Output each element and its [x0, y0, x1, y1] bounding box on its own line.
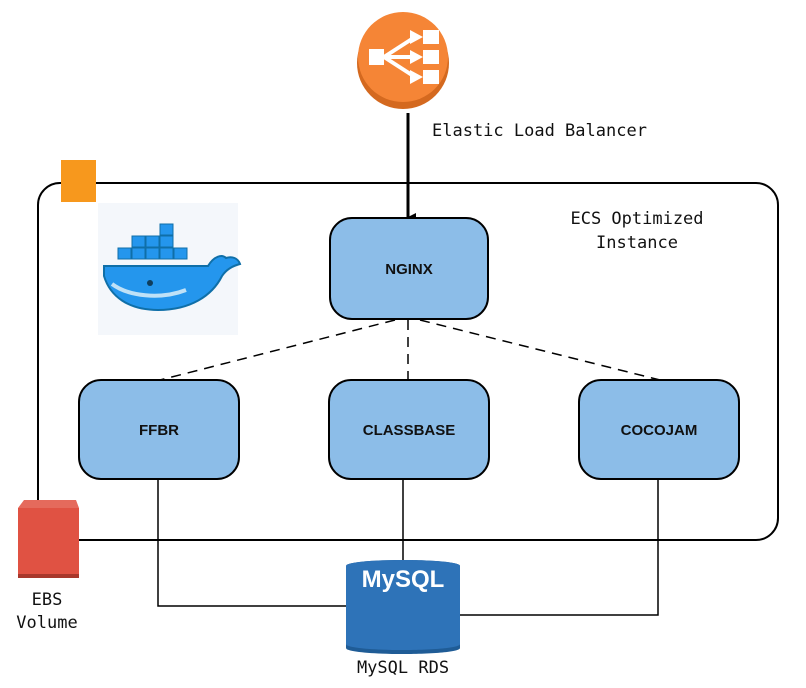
instance-label-line1: ECS Optimized — [570, 209, 703, 229]
container-ffbr[interactable]: FFBR — [78, 379, 240, 480]
load-balancer-label: Elastic Load Balancer — [432, 121, 647, 141]
container-nginx[interactable]: NGINX — [329, 217, 489, 320]
docker-whale-icon — [98, 203, 242, 335]
container-classbase-label: CLASSBASE — [363, 422, 456, 439]
load-balancer-icon — [357, 12, 449, 109]
rds-label: MySQL RDS — [357, 658, 449, 678]
container-nginx-label: NGINX — [385, 261, 433, 278]
ebs-label-line2: Volume — [16, 613, 77, 633]
container-classbase[interactable]: CLASSBASE — [328, 379, 490, 480]
mysql-badge: MySQL — [362, 566, 445, 593]
instance-label-line2: Instance — [596, 233, 678, 253]
rds-connectors — [79, 479, 659, 616]
ebs-label-line1: EBS — [32, 590, 63, 610]
container-cocojam-label: COCOJAM — [621, 422, 698, 439]
instance-corner-icon — [61, 160, 96, 202]
mysql-database-icon: MySQL — [346, 560, 460, 654]
ebs-volume-icon — [18, 500, 79, 578]
container-ffbr-label: FFBR — [139, 422, 179, 439]
container-cocojam[interactable]: COCOJAM — [578, 379, 740, 480]
nginx-connectors — [159, 319, 661, 381]
